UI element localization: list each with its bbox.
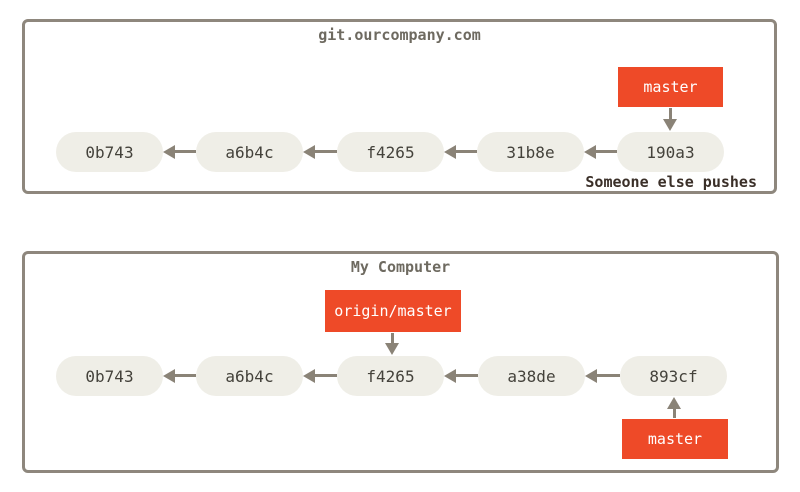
arrow-head-icon [303,145,315,159]
branch-pointer-arrow [663,108,677,131]
arrow-head-icon [303,369,315,383]
local-master-branch-label: master [622,419,728,459]
arrow-head-icon [585,369,597,383]
arrow-shaft [454,150,477,153]
remote-box-title: git.ourcompany.com [318,26,481,44]
commit-parent-arrow [444,369,478,383]
commit-node: a38de [478,356,585,396]
local-box-title: My Computer [350,258,451,276]
commit-parent-arrow [163,369,196,383]
arrow-shaft [313,374,337,377]
remote-tracking-pointer-arrow [385,333,399,355]
commit-node: 31b8e [477,132,584,172]
arrow-head-icon [444,369,456,383]
arrow-shaft [669,108,672,121]
remote-master-branch-label: master [618,67,723,107]
commit-parent-arrow [163,145,196,159]
commit-node: 0b743 [56,132,163,172]
arrow-head-icon [163,145,175,159]
arrow-shaft [391,333,394,345]
arrow-shaft [673,407,676,418]
commit-parent-arrow [584,145,617,159]
remote-repository-box: git.ourcompany.com 0b743 a6b4c f4265 31b… [22,19,777,194]
arrow-shaft [594,150,617,153]
origin-master-label: origin/master [325,290,461,332]
arrow-shaft [454,374,478,377]
commit-node: a6b4c [196,356,303,396]
arrow-head-icon [163,369,175,383]
commit-node: 0b743 [56,356,163,396]
commit-parent-arrow [585,369,620,383]
commit-parent-arrow [303,369,337,383]
commit-parent-arrow [444,145,477,159]
commit-node: 893cf [620,356,727,396]
arrow-shaft [595,374,620,377]
commit-node: f4265 [337,356,444,396]
commit-parent-arrow [303,145,337,159]
arrow-head-icon [667,397,681,409]
commit-node: f4265 [337,132,444,172]
arrow-shaft [173,150,196,153]
commit-node: 190a3 [617,132,724,172]
push-annotation: Someone else pushes [585,173,757,191]
arrow-shaft [313,150,337,153]
arrow-head-icon [584,145,596,159]
arrow-head-icon [663,119,677,131]
commit-node: a6b4c [196,132,303,172]
local-computer-box: My Computer origin/master 0b743 a6b4c f4… [22,251,779,473]
arrow-shaft [173,374,196,377]
arrow-head-icon [444,145,456,159]
arrow-head-icon [385,343,399,355]
branch-pointer-arrow [667,397,681,418]
